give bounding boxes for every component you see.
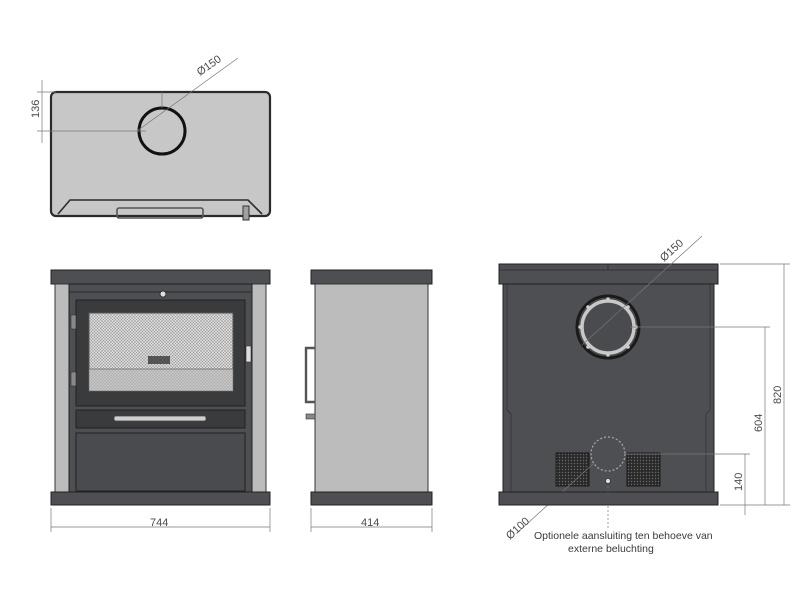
top-view-handle bbox=[116, 207, 204, 219]
front-door-hinge-bottom bbox=[70, 371, 77, 387]
top-view: Ø150 136 bbox=[30, 53, 272, 221]
front-ash-drawer-handle bbox=[113, 415, 207, 422]
rear-view: Ø150 Ø100 820 604 140 Optionele aansluit… bbox=[498, 235, 790, 555]
rear-top-plate bbox=[498, 263, 719, 285]
rear-height-total-label: 820 bbox=[772, 386, 784, 404]
rear-note-line2: externe beluchting bbox=[568, 543, 654, 555]
front-log-store bbox=[75, 432, 246, 492]
front-plinth bbox=[50, 491, 271, 506]
front-top-plate bbox=[50, 269, 271, 285]
side-top-plate bbox=[310, 269, 433, 285]
rear-flue-outlet bbox=[575, 294, 641, 360]
rear-plinth bbox=[498, 491, 719, 506]
rear-air-inlet-dot bbox=[605, 478, 611, 484]
front-door-hinge-top bbox=[70, 314, 77, 330]
rear-flue-label: Ø150 bbox=[658, 237, 686, 264]
front-right-panel bbox=[251, 283, 267, 493]
front-top-knob bbox=[159, 290, 167, 298]
rear-vent-left bbox=[555, 452, 590, 487]
rear-air-diameter-label: Ø100 bbox=[504, 515, 532, 542]
top-view-knob bbox=[242, 205, 250, 221]
side-panel bbox=[314, 283, 429, 493]
front-width-label: 744 bbox=[150, 517, 168, 529]
rear-air-height-label: 140 bbox=[733, 473, 745, 491]
side-door-handle bbox=[304, 346, 315, 404]
rear-flue-height-label: 604 bbox=[753, 414, 765, 432]
rear-note-line1: Optionele aansluiting ten behoeve van bbox=[534, 530, 713, 542]
side-plinth bbox=[310, 491, 433, 506]
front-view: 744 bbox=[50, 269, 271, 532]
side-drawer-knob bbox=[305, 413, 316, 420]
top-view-front-lip bbox=[57, 199, 263, 215]
rear-flue-leader bbox=[581, 235, 703, 346]
front-left-panel bbox=[54, 283, 70, 493]
top-view-depth-label: 136 bbox=[30, 100, 42, 118]
rear-vent-right bbox=[626, 452, 661, 487]
top-view-flue-leader bbox=[136, 57, 239, 132]
side-view: 414 bbox=[304, 269, 433, 532]
top-view-flue-label: Ø150 bbox=[195, 53, 224, 78]
front-door-latch bbox=[245, 345, 252, 363]
side-depth-label: 414 bbox=[361, 517, 379, 529]
